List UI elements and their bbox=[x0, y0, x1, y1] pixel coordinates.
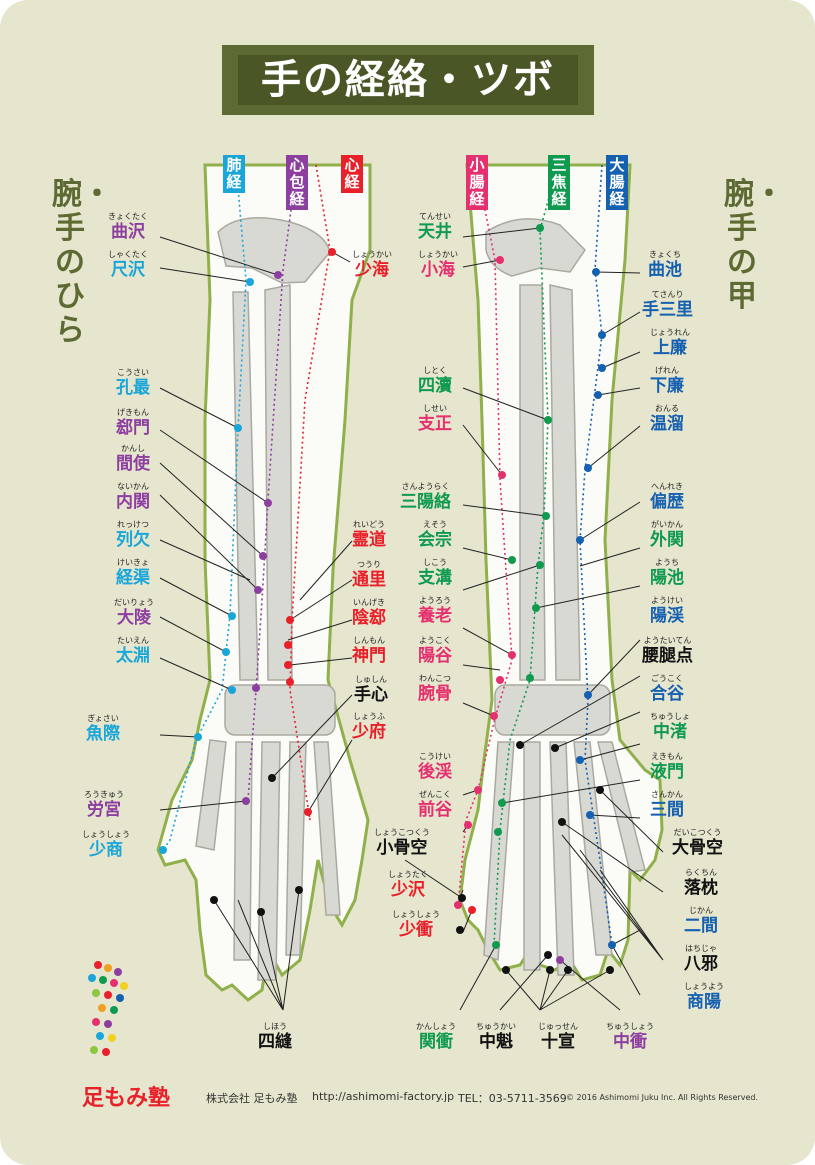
point-label: しんもん神門 bbox=[352, 636, 386, 666]
point-label: しせい支正 bbox=[418, 404, 452, 434]
point-label: ぎょさい魚際 bbox=[86, 714, 120, 744]
point-label: こうさい孔最 bbox=[116, 368, 150, 398]
point-label: えきもん液門 bbox=[650, 752, 684, 782]
footer-url[interactable]: http://ashimomi-factory.jp bbox=[312, 1090, 455, 1103]
point-label: れっけつ列欠 bbox=[116, 520, 150, 550]
page-title: 手の経絡・ツボ bbox=[238, 55, 578, 105]
point-label: えそう会宗 bbox=[418, 520, 452, 550]
side-heading-back: 腕・手の甲 bbox=[724, 177, 784, 314]
point-label: げれん下廉 bbox=[650, 366, 684, 396]
point-label: しゅしん手心 bbox=[354, 675, 388, 705]
point-label: しょうふ少府 bbox=[352, 712, 386, 742]
meridian-tag-heart: 心経 bbox=[341, 155, 363, 193]
point-label: らくちん落枕 bbox=[684, 868, 718, 898]
point-label: ごうこく合谷 bbox=[650, 674, 684, 704]
point-label: さんようらく三陽絡 bbox=[400, 482, 451, 512]
point-label: ちゅうしょう中衝 bbox=[606, 1022, 654, 1052]
point-label: がいかん外関 bbox=[650, 520, 684, 550]
point-label: だいりょう大陵 bbox=[114, 598, 154, 628]
point-label: はちじゃ八邪 bbox=[684, 944, 718, 974]
point-label: しょうよう商陽 bbox=[684, 982, 724, 1012]
brand-logo-dots bbox=[88, 961, 128, 1056]
point-label: じかん二間 bbox=[684, 906, 718, 936]
point-label: かんしょう関衝 bbox=[416, 1022, 456, 1052]
point-label: おんる温溜 bbox=[650, 404, 684, 434]
point-label: たいえん太淵 bbox=[116, 636, 150, 666]
point-label: てんせい天井 bbox=[418, 212, 452, 242]
point-label: わんこつ腕骨 bbox=[418, 674, 452, 704]
point-label: ちゅうかい中魁 bbox=[476, 1022, 516, 1052]
meridian-tag-sanjiao: 三焦経 bbox=[548, 155, 570, 210]
point-label: じゅっせん十宣 bbox=[538, 1022, 578, 1052]
point-label: しょうかい小海 bbox=[418, 250, 458, 280]
acupoint-dots bbox=[159, 224, 616, 974]
point-label: しほう四縫 bbox=[258, 1022, 292, 1052]
point-label: しょうたく少沢 bbox=[388, 870, 428, 900]
point-label: けいきょ経渠 bbox=[116, 558, 150, 588]
side-heading-palm: 腕・手のひら bbox=[52, 177, 112, 348]
point-label: しこう支溝 bbox=[418, 558, 452, 588]
meridian-tag-pericardium: 心包経 bbox=[286, 155, 308, 210]
point-label: ようろう養老 bbox=[418, 596, 452, 626]
point-label: ようち陽池 bbox=[650, 558, 684, 588]
point-label: しょうこつくう小骨空 bbox=[374, 828, 430, 858]
footer-company: 株式会社 足もみ塾 bbox=[206, 1092, 298, 1105]
point-label: ないかん内関 bbox=[116, 482, 150, 512]
meridian-tag-lung: 肺経 bbox=[223, 155, 245, 193]
title-banner: 手の経絡・ツボ bbox=[222, 45, 594, 115]
point-label: かんし間使 bbox=[116, 444, 150, 474]
point-label: ろうきゅう労宮 bbox=[84, 790, 124, 820]
meridian-tag-large-intestine: 大腸経 bbox=[606, 155, 628, 210]
brand-wordmark: 足もみ塾 bbox=[82, 1086, 171, 1111]
point-label: いんげき陰郄 bbox=[352, 598, 386, 628]
point-label: しとく四瀆 bbox=[418, 366, 452, 396]
leader-lines bbox=[159, 227, 664, 1011]
point-label: しょうしょう少商 bbox=[82, 830, 130, 860]
point-label: しょうかい少海 bbox=[352, 250, 392, 280]
point-label: しゃくたく尺沢 bbox=[108, 250, 148, 280]
point-label: ようたいてん腰腿点 bbox=[642, 636, 693, 666]
point-label: こうけい後渓 bbox=[418, 752, 452, 782]
point-label: へんれき偏歴 bbox=[650, 482, 684, 512]
point-label: れいどう霊道 bbox=[352, 520, 386, 550]
meridian-tag-small-intestine: 小腸経 bbox=[466, 155, 488, 210]
footer-copyright: © 2016 Ashimomi Juku Inc. All Rights Res… bbox=[566, 1093, 758, 1102]
point-label: しょうしょう少衝 bbox=[392, 910, 440, 940]
point-label: ようこく陽谷 bbox=[418, 636, 452, 666]
point-label: きょくち曲池 bbox=[648, 250, 682, 280]
point-label: ちゅうしょ中渚 bbox=[650, 712, 690, 742]
point-label: つうり通里 bbox=[352, 560, 386, 590]
point-label: げきもん郄門 bbox=[116, 408, 150, 438]
point-label: ようけい陽渓 bbox=[650, 596, 684, 626]
point-label: だいこつくう大骨空 bbox=[672, 828, 723, 858]
point-label: ぜんこく前谷 bbox=[418, 790, 452, 820]
footer-tel: TEL：03-5711-3569 bbox=[458, 1092, 567, 1105]
point-label: じょうれん上廉 bbox=[650, 328, 690, 358]
point-label: きょくたく曲沢 bbox=[108, 212, 148, 242]
point-label: てさんり手三里 bbox=[642, 290, 693, 320]
point-label: さんかん三間 bbox=[650, 790, 684, 820]
